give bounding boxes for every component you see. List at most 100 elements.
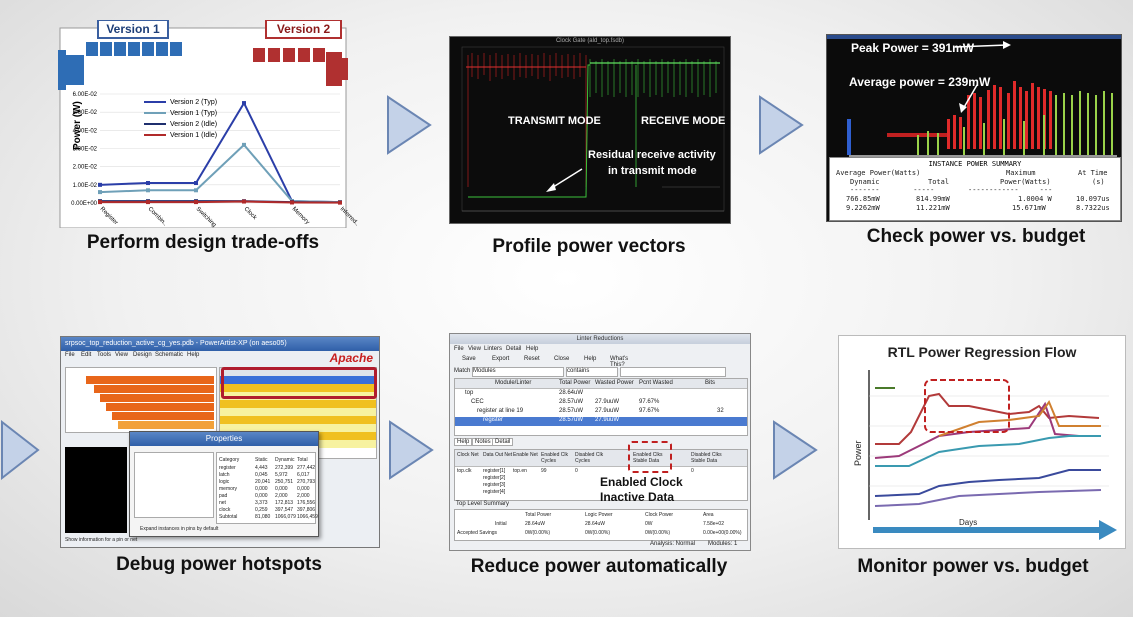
- annotation-line2: Inactive Data: [600, 490, 675, 504]
- summary-col: Total Power: [525, 512, 552, 518]
- peak-power-label: Peak Power = 391mW: [851, 41, 975, 55]
- match-label: Match: [454, 368, 471, 374]
- waveform-title: Clock Gate (ald_top.fsdb): [555, 38, 625, 44]
- contains-select[interactable]: contains: [566, 367, 618, 377]
- col-pcnt-wasted: Pcnt Wasted: [639, 380, 673, 386]
- close-button[interactable]: Close: [554, 356, 570, 362]
- transmit-mode-label: TRANSMIT MODE: [508, 115, 601, 127]
- menu-edit[interactable]: Edit: [81, 352, 92, 358]
- version2-diagram: [253, 20, 348, 86]
- module-cell: 97.67%: [639, 399, 660, 405]
- props-col-total: Total: [297, 457, 308, 463]
- regression-title: RTL Power Regression Flow: [887, 344, 1077, 360]
- props-cell: 81,080: [255, 514, 271, 520]
- y-tick-label: 1.00E-02: [73, 183, 98, 189]
- detail-cell: 99: [541, 468, 547, 474]
- waveform-plot: [461, 46, 725, 212]
- summary-cell: 0W(0.00%): [525, 530, 551, 536]
- detail-cell: register[4]: [483, 489, 506, 495]
- col-total-power: Total Power: [559, 380, 591, 386]
- apache-logo: Apache: [329, 351, 373, 365]
- caption-profile-vectors: Profile power vectors: [492, 236, 686, 257]
- data-point: [98, 182, 102, 187]
- y-tick-label: 6.00E-02: [73, 92, 98, 98]
- y-tick-label: 2.00E-02: [73, 165, 98, 171]
- filter-input[interactable]: [620, 367, 726, 377]
- data-point: [242, 199, 246, 204]
- summary-h1-time: At Time: [1078, 169, 1108, 177]
- summary-r1-c3: 1.0004 W: [1018, 195, 1052, 203]
- menu-tools[interactable]: Tools: [97, 352, 112, 358]
- module-table[interactable]: Module/Linter Total Power Wasted Power P…: [454, 378, 748, 436]
- menu-file[interactable]: File: [65, 352, 75, 358]
- l-menu-view[interactable]: View: [468, 346, 481, 352]
- residual-activity-line1: Residual receive activity: [588, 149, 716, 161]
- panel-reduce-power: Linter Reductions File View Linters Deta…: [449, 333, 751, 551]
- summary-h2-s: (s): [1092, 178, 1105, 186]
- summary-cell: 0W(0.00%): [645, 530, 671, 536]
- help-button[interactable]: Help: [584, 356, 597, 362]
- data-point: [338, 200, 342, 205]
- props-cell: 3,373: [255, 500, 268, 506]
- props-cell: 5,972: [275, 472, 288, 478]
- props-cell: 2,000: [297, 493, 310, 499]
- l-menu-file[interactable]: File: [454, 346, 464, 352]
- summary-h2-dyn: Dynamic: [850, 178, 880, 186]
- reset-button[interactable]: Reset: [524, 356, 540, 362]
- data-point: [242, 101, 246, 106]
- menu-view[interactable]: View: [115, 352, 128, 358]
- expand-instances-checkbox[interactable]: Expand instances in pins by default: [140, 526, 219, 532]
- tab-detail[interactable]: Detail: [492, 438, 514, 446]
- data-point: [194, 200, 198, 205]
- summary-col: Clock Power: [645, 512, 674, 518]
- data-point: [194, 188, 198, 193]
- match-select[interactable]: Modules: [472, 367, 564, 377]
- l-menu-detail[interactable]: Detail: [506, 346, 522, 352]
- props-cell: register: [219, 465, 236, 471]
- console-pane: [65, 447, 127, 533]
- enabled-clk-highlight: [628, 441, 672, 473]
- y-axis-label: Power (W): [72, 101, 83, 150]
- col-module: Module/Linter: [495, 380, 532, 386]
- module-cell: 28.57uW: [559, 417, 584, 423]
- receive-mode-label: RECEIVE MODE: [641, 115, 726, 127]
- save-button[interactable]: Save: [462, 356, 476, 362]
- module-cell: 97.67%: [639, 408, 660, 414]
- data-point: [290, 200, 294, 205]
- menu-schematic[interactable]: Schematic: [155, 352, 184, 358]
- summary-r2-c3: 15.671mW: [1012, 204, 1046, 212]
- properties-dialog: Properties Category Static Dynamic Total…: [129, 431, 319, 537]
- legend-label: Version 2 (Typ): [170, 99, 217, 106]
- l-menu-linters[interactable]: Linters: [484, 346, 503, 352]
- y-tick-label: 0.00E+00: [71, 201, 98, 207]
- menu-design[interactable]: Design: [133, 352, 152, 358]
- detail-cell: 0: [691, 468, 694, 474]
- caption-debug-hotspots: Debug power hotspots: [116, 554, 322, 575]
- summary-r1-c1: 766.85mW: [846, 195, 880, 203]
- summary-col: Area: [703, 512, 714, 518]
- tab-help[interactable]: Help: [454, 438, 473, 446]
- hierarchy-tree[interactable]: [65, 367, 217, 433]
- version1-diagram: [58, 20, 182, 90]
- summary-cell: 7.58e+02: [703, 521, 724, 527]
- summary-cell: 0W(0.00%): [585, 530, 611, 536]
- data-point: [98, 190, 102, 195]
- caption-reduce-power: Reduce power automatically: [470, 556, 728, 577]
- menu-help[interactable]: Help: [187, 352, 200, 358]
- props-cell: 277,442: [297, 465, 316, 471]
- props-cell: 0,000: [297, 486, 310, 492]
- summary-sep: ------- ----- ------------ ---: [850, 186, 1053, 194]
- flow-arrow-left: [1, 420, 40, 480]
- props-cell: 0,000: [255, 486, 268, 492]
- whats-this-button[interactable]: What's This?: [610, 356, 629, 368]
- l-menu-help[interactable]: Help: [526, 346, 539, 352]
- tab-notes[interactable]: Notes: [472, 438, 494, 446]
- caption-design-tradeoffs: Perform design trade-offs: [86, 232, 320, 253]
- props-col-static: Static: [255, 457, 268, 463]
- export-button[interactable]: Export: [492, 356, 510, 362]
- flow-arrow-4: [389, 420, 434, 480]
- summary-h2-total: Total: [928, 178, 950, 186]
